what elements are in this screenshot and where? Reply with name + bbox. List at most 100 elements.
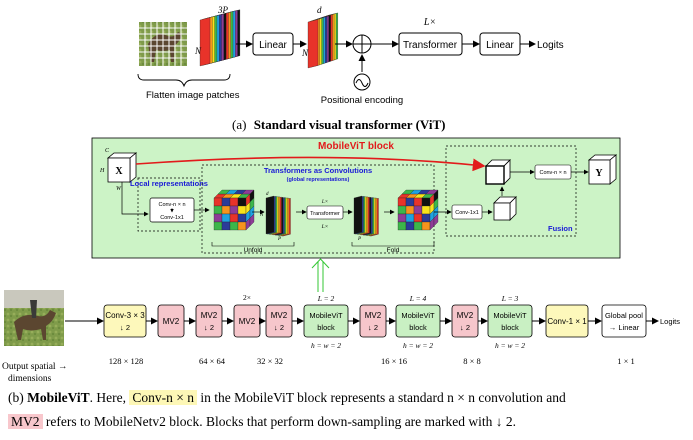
cube-cell [421,197,431,207]
cube-cell [237,205,247,215]
cube-cell [213,197,223,207]
h-label: H [99,168,105,174]
y-label: Y [595,168,603,179]
tac-transformer-label: Transformer [310,211,340,217]
token-slice [265,195,275,235]
mvit-l-label: L = 2 [317,294,335,303]
mvit-l-label: L = 3 [501,294,519,303]
cube-cell [397,197,407,207]
caption-b: (b) MobileViT. Here, Conv-n × n in the M… [8,386,688,434]
cube-cell [405,213,415,223]
mvit-l-label: L = 4 [409,294,427,303]
skip-connection-arrow [135,156,486,172]
tac-transformer-box [306,205,344,220]
pipeline-block-label: Conv-3 × 3 [105,311,145,320]
mvit-hw-label: h = w = 2 [495,341,525,350]
cube-cell [421,221,431,231]
cube-cell [405,205,415,215]
spatial-title: Output spatial → [2,362,67,372]
vit-logits-label: Logits [537,40,564,51]
pipeline-block [195,304,223,338]
spatial-dim: 16 × 16 [381,356,407,366]
repeat-2x: 2× [243,293,251,302]
fold-label: Fold [387,247,400,254]
fusion-conv-1x1-label: Conv-1x1 [455,210,479,216]
pipeline-block-label: MV2 [271,311,288,320]
fusion-conv-nn-label: Conv-n × n [539,170,566,176]
mvit-hw-label: h = w = 2 [403,341,433,350]
d-label: d [266,192,269,197]
pipeline-block-label: Global pool [605,311,643,320]
spatial-dim: 1 × 1 [617,356,635,366]
cube-cell [221,213,231,223]
cube-cell [213,205,223,215]
pipeline-block-label: MV2 [201,311,218,320]
cube-cell [229,221,239,231]
spatial-dim: 128 × 128 [109,356,144,366]
tac-repeat-below: L× [321,224,329,230]
cube-cell [405,197,415,207]
pipeline-block-sub: ↓ 2 [368,323,378,332]
cube-cell [229,205,239,215]
folded-stack [353,195,379,237]
mobilevit-block-title: MobileViT block [318,141,394,152]
cube-cell [421,205,431,215]
pipeline-block-sub: block [409,323,427,332]
pipeline-block-label: MobileViT [493,311,527,320]
caption-b-bold: MobileViT [27,390,90,405]
cube-cell [213,221,223,231]
pipeline-block-label: MobileViT [401,311,435,320]
mvit-hw-label: h = w = 2 [311,341,341,350]
pipeline-block [395,304,441,338]
tac-repeat: L× [321,200,328,205]
cube-cell [237,197,247,207]
pipeline-block [451,304,479,338]
vit-linear2-label: Linear [486,40,514,51]
vit-flattened-tokens [199,9,241,67]
cube-cell [421,213,431,223]
dim-d-label: d [317,5,322,15]
token-slice [353,195,363,235]
vit-image-patches [139,22,187,66]
pipeline-block [265,304,293,338]
vit-linear-label: Linear [259,40,287,51]
spatial-title-2: dimensions [8,374,52,384]
dim-3p-label: 3P [217,5,229,15]
p-label-2: P [357,237,361,242]
cube-cell [237,213,247,223]
pipeline-block-label: MV2 [163,317,180,326]
pipeline-block [601,304,647,338]
w-label: W [116,186,122,192]
cube-cell [213,213,223,223]
pipeline-logits: Logits [660,317,680,326]
local-conv-1x1: Conv-1x1 [160,215,184,221]
vit-embedded-tokens [307,12,338,69]
vit-repeat-label: L× [423,17,436,28]
unfolded-stack [265,195,291,237]
fusion-box [445,145,577,237]
pipeline-block-sub: → Linear [609,323,640,332]
fusion-concat-cube [485,159,517,221]
cube-cell [249,213,255,227]
caption-a-prefix: (a) [232,117,246,132]
colored-patch-cube-output [397,189,439,231]
cube-cell [405,221,415,231]
pipeline-block [103,304,147,338]
cube-cell [397,205,407,215]
cube-cell [413,197,423,207]
cube-cell [221,205,231,215]
pos-enc-label: Positional encoding [321,95,403,106]
caption-a-bold: Standard visual transformer (ViT) [254,117,446,132]
cube-cell [229,197,239,207]
pipeline-input-image [4,290,64,346]
dim-n-label: N [194,46,202,56]
cube-cell [433,213,439,227]
pipeline-block-label: Conv-1 × 1 [547,317,587,326]
cube-cell [221,221,231,231]
pipeline-block-label: MV2 [239,317,256,326]
caption-a: (a) Standard visual transformer (ViT) [232,117,445,132]
flatten-brace [137,73,231,88]
